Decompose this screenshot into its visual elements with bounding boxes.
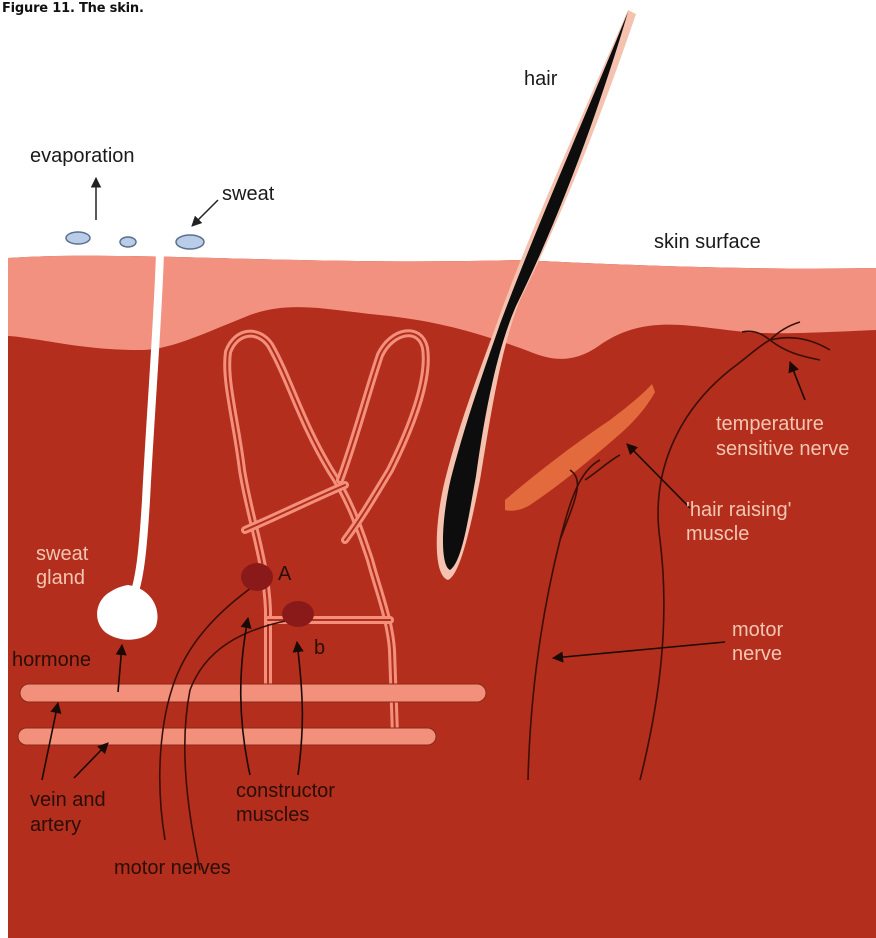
- label-evaporation: evaporation: [30, 145, 135, 167]
- label-constructor-2: muscles: [236, 804, 309, 826]
- sweat-arrow: [192, 200, 218, 226]
- label-constructor-1: constructor: [236, 780, 335, 802]
- sweat-droplet: [66, 232, 90, 244]
- label-hair-raising-1: 'hair raising': [686, 499, 791, 521]
- label-skin-surface: skin surface: [654, 231, 761, 253]
- label-vein-2: artery: [30, 814, 81, 836]
- label-sweat-gland-2: gland: [36, 567, 85, 589]
- label-hormone: hormone: [12, 649, 91, 671]
- label-sweat: sweat: [222, 183, 275, 205]
- label-hair-raising-2: muscle: [686, 523, 749, 545]
- artery-tube: [18, 728, 436, 745]
- label-motor-nerves: motor nerves: [114, 857, 231, 879]
- label-hair: hair: [524, 68, 558, 90]
- label-sweat-gland-1: sweat: [36, 543, 89, 565]
- vein-tube: [20, 684, 486, 702]
- label-marker-b: b: [314, 637, 325, 659]
- constrictor-muscle-b: [282, 601, 314, 627]
- label-temperature-2: sensitive nerve: [716, 438, 849, 460]
- label-marker-a: A: [278, 563, 292, 585]
- constrictor-muscle-a: [241, 563, 273, 591]
- label-temperature-1: temperature: [716, 413, 824, 435]
- sweat-droplet: [120, 237, 136, 247]
- label-motor-nerve-1: motor: [732, 619, 783, 641]
- label-motor-nerve-2: nerve: [732, 643, 782, 665]
- label-vein-1: vein and: [30, 789, 106, 811]
- sweat-droplet: [176, 235, 204, 249]
